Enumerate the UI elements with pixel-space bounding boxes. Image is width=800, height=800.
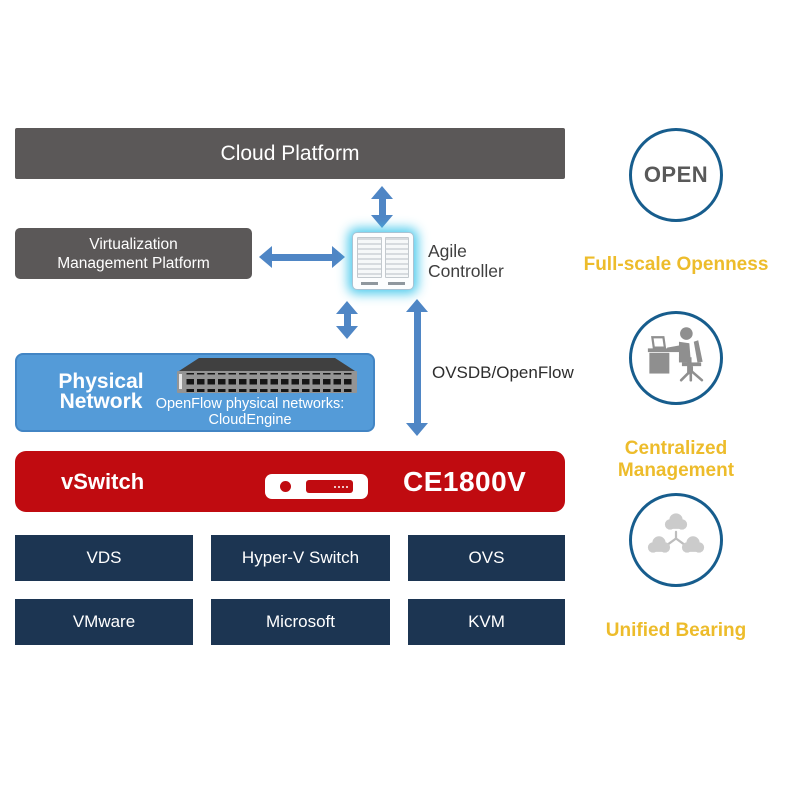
grid-cell-microsoft: Microsoft (211, 599, 390, 645)
physical-network-title: Physical Network (58, 370, 144, 413)
arrow-head-down-icon (371, 215, 393, 228)
agile-label-line1: Agile (428, 241, 467, 261)
arrow-head-down-icon (336, 326, 358, 339)
arrow-head-up-icon (406, 299, 428, 312)
vmp-label-line1: Virtualization (89, 235, 178, 253)
connected-clouds-icon (647, 513, 705, 553)
feature-label-openness: Full-scale Openness (583, 254, 769, 275)
virtualization-management-platform-box: Virtualization Management Platform (15, 228, 252, 279)
feature-label-bearing: Unified Bearing (605, 620, 747, 641)
unified-bearing-circle (629, 493, 723, 587)
centralized-management-circle (629, 311, 723, 405)
appliance-led-icon (280, 481, 291, 492)
arrow-controller-physical-network (336, 301, 358, 339)
physical-network-caption: OpenFlow physical networks: CloudEngine (155, 396, 345, 428)
vswitch-box: vSwitch CE1800V (15, 451, 565, 512)
product-name-label: CE1800V (403, 465, 527, 497)
agile-controller-icon (352, 232, 414, 290)
agile-label-line2: Controller (428, 260, 504, 281)
grid-cell-vds: VDS (15, 535, 193, 581)
grid-cell-hyperv-switch: Hyper-V Switch (211, 535, 390, 581)
vswitch-label: vSwitch (61, 468, 145, 494)
server-rack-icon (384, 237, 409, 285)
arrow-head-down-icon (406, 423, 428, 436)
arrow-controller-vswitch (406, 299, 428, 436)
arrow-cloud-controller (371, 186, 393, 228)
grid-cell-vmware: VMware (15, 599, 193, 645)
grid-cell-kvm: KVM (408, 599, 565, 645)
feature-label-management: Centralized Management (617, 438, 735, 481)
admin-at-desk-icon (647, 327, 704, 382)
arrow-head-up-icon (371, 186, 393, 199)
network-switch-icon (177, 358, 357, 393)
vmp-label-line2: Management Platform (57, 254, 210, 272)
arrow-head-left-icon (259, 246, 272, 268)
grid-cell-ovs: OVS (408, 535, 565, 581)
protocol-label: OVSDB/OpenFlow (432, 363, 574, 382)
physical-network-box: Physical Network OpenFlow physical netwo… (15, 353, 375, 432)
server-rack-icon (357, 237, 382, 285)
open-badge-circle: OPEN (629, 128, 723, 222)
cloud-platform-box: Cloud Platform (15, 128, 565, 179)
cloud-platform-label: Cloud Platform (220, 141, 360, 165)
appliance-ports-icon (306, 480, 353, 493)
vswitch-appliance-icon (265, 474, 368, 499)
open-badge-text: OPEN (643, 162, 709, 187)
arrow-head-up-icon (336, 301, 358, 314)
arrow-head-right-icon (332, 246, 345, 268)
agile-controller-label: Agile Controller (428, 241, 548, 281)
arrow-vmp-controller (259, 246, 345, 268)
